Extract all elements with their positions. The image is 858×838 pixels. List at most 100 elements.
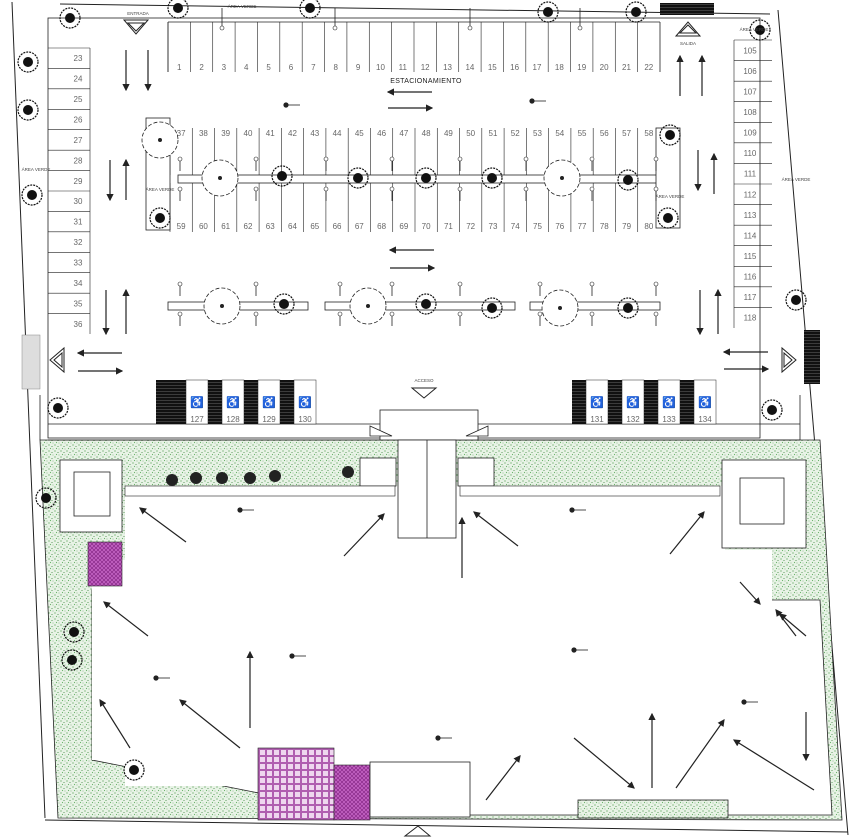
marker-dot-icon	[289, 653, 295, 659]
stall-number: 111	[744, 170, 757, 179]
lamp-icon	[253, 311, 259, 317]
tree-icon	[63, 621, 85, 643]
site-title: ESTACIONAMIENTO	[390, 78, 462, 85]
hatched-aisle	[680, 380, 694, 424]
tree-icon	[21, 184, 43, 206]
stall-number: 132	[626, 415, 640, 424]
lamp-icon	[537, 281, 543, 287]
lamp-icon	[653, 156, 659, 162]
stall-number: 2	[199, 63, 204, 72]
lamp-icon	[589, 281, 595, 287]
tree-icon	[17, 99, 39, 121]
stall-number: 42	[288, 129, 297, 138]
accessible-stall	[693, 379, 717, 425]
stall-number: 15	[488, 63, 497, 72]
stall-number: 114	[744, 231, 757, 240]
lamp-icon	[389, 281, 395, 287]
tree-icon	[767, 405, 777, 415]
stall-number: 69	[399, 222, 408, 231]
arrow-icon	[99, 698, 131, 749]
hatched-aisle	[608, 380, 622, 424]
stall-number: 46	[377, 129, 386, 138]
stall-number: 32	[74, 238, 83, 247]
tree-icon	[173, 3, 183, 13]
stall-number: 10	[376, 63, 385, 72]
stall-number: 34	[74, 279, 83, 288]
tree-icon	[415, 167, 437, 189]
arrow-icon	[775, 609, 797, 637]
wheelchair-icon: ♿	[590, 396, 604, 409]
stall-number: 115	[744, 252, 757, 261]
tree-icon	[67, 655, 77, 665]
lamp-icon	[537, 311, 543, 317]
access-gate	[359, 409, 495, 539]
lamp-icon	[457, 281, 463, 287]
stall-number: 16	[510, 63, 519, 72]
stall-number: 45	[355, 129, 364, 138]
arrow-icon	[779, 613, 807, 637]
tree-icon	[69, 627, 79, 637]
green-area-label-1: ÁREA VERDE	[228, 3, 257, 9]
stall-number: 14	[465, 63, 474, 72]
wheelchair-icon: ♿	[226, 396, 240, 409]
bush-icon	[269, 470, 281, 482]
stall-number: 6	[289, 63, 294, 72]
stall-number: 21	[622, 63, 631, 72]
lamp-icon	[467, 25, 473, 31]
tree-icon	[41, 493, 51, 503]
stall-number: 116	[744, 273, 757, 282]
tree-icon	[155, 213, 165, 223]
arrow-icon	[103, 601, 149, 637]
tree-icon	[47, 397, 69, 419]
stall-number: 128	[226, 415, 240, 424]
stall-number: 20	[600, 63, 609, 72]
stall-number: 134	[698, 415, 712, 424]
accessible-stalls: ♿127♿128♿129♿130♿131♿132♿133♿134	[156, 379, 717, 425]
tree-icon	[657, 207, 679, 229]
tree-icon	[129, 765, 139, 775]
stall-number: 1	[177, 63, 182, 72]
tree-icon	[65, 13, 75, 23]
green-area-label-2: ÁREA VERDE	[22, 166, 51, 172]
green-area-label-6: ÁREA VERDE	[740, 26, 769, 32]
marker-dot-icon	[569, 507, 575, 513]
trees	[17, 0, 807, 781]
stall-number: 8	[334, 63, 339, 72]
stall-number: 75	[533, 222, 542, 231]
stall-number: 3	[222, 63, 227, 72]
paver-areas	[87, 541, 371, 821]
tree-icon	[273, 293, 295, 315]
accessible-stall	[293, 379, 317, 425]
stall-number: 23	[74, 54, 83, 63]
stall-number: 29	[74, 177, 83, 186]
stall-number: 9	[356, 63, 361, 72]
stall-number: 38	[199, 129, 208, 138]
tree-icon	[487, 303, 497, 313]
wheelchair-icon: ♿	[262, 396, 276, 409]
stall-number: 117	[744, 293, 757, 302]
lamp-icon	[589, 156, 595, 162]
stall-number: 73	[489, 222, 498, 231]
tree-icon	[617, 169, 639, 191]
stall-number: 54	[555, 129, 564, 138]
lamp-icon	[337, 311, 343, 317]
tree-icon	[149, 207, 171, 229]
curb-ramps	[21, 3, 820, 390]
wheelchair-icon: ♿	[698, 396, 712, 409]
shrub-center-icon	[366, 304, 370, 308]
tree-icon	[35, 487, 57, 509]
stall-number: 39	[221, 129, 230, 138]
tree-icon	[421, 173, 431, 183]
stall-number: 105	[743, 46, 757, 55]
stall-number: 31	[74, 218, 83, 227]
lamp-icon	[389, 311, 395, 317]
stall-number: 51	[489, 129, 498, 138]
tree-icon	[61, 649, 83, 671]
stall-number: 80	[644, 222, 653, 231]
tree-icon	[481, 297, 503, 319]
tree-icon	[279, 299, 289, 309]
tree-icon	[749, 19, 771, 41]
stall-number: 35	[74, 299, 83, 308]
